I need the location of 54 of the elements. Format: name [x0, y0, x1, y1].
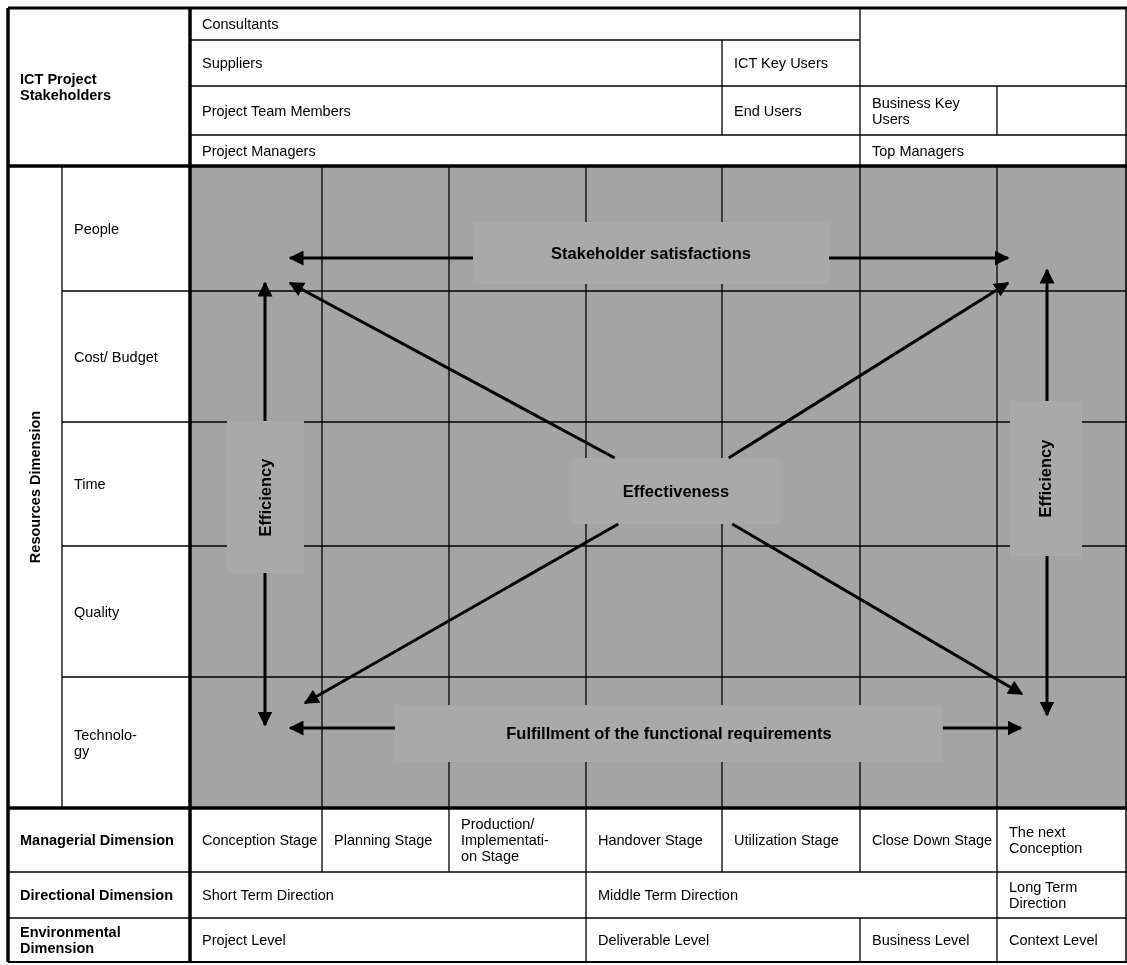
table-text: Long Term Direction	[1009, 879, 1079, 911]
row-heading: Directional Dimension	[20, 887, 174, 903]
label-patch	[395, 705, 943, 762]
arrow	[1039, 556, 1055, 717]
table-text: Quality	[74, 603, 120, 620]
table-text: Planning Stage	[334, 832, 433, 848]
arrow	[727, 281, 1010, 460]
label-patch	[572, 458, 780, 524]
table-text: Project Team Members	[202, 102, 351, 119]
table-text: Time	[74, 476, 106, 492]
row-heading: Environmental Dimension	[20, 924, 122, 956]
arrow	[943, 720, 1023, 736]
arrow	[288, 281, 616, 460]
table-text: Project Managers	[202, 142, 316, 159]
table-text: Top Managers	[872, 142, 964, 159]
row-heading: Resources Dimension	[27, 410, 43, 564]
table-text: Cost/ Budget	[74, 348, 158, 365]
table-text: Handover Stage	[598, 832, 703, 848]
arrow-label: Efficiency	[256, 458, 275, 536]
arrow	[257, 281, 273, 421]
arrow-label: Effectiveness	[622, 481, 730, 501]
table-text: Consultants	[202, 16, 279, 32]
table-text: Context Level	[1009, 932, 1098, 948]
table-text: The next Conception	[1009, 824, 1084, 856]
table-text: Middle Term Direction	[598, 887, 738, 903]
table-text: Project Level	[202, 932, 286, 948]
arrow	[731, 522, 1024, 696]
arrow	[829, 250, 1010, 266]
arrow	[288, 720, 395, 736]
arrow	[257, 573, 273, 727]
table-text: Conception Stage	[202, 832, 318, 848]
table-text: Suppliers	[202, 55, 263, 71]
arrow-label: Stakeholder satisfactions	[551, 243, 751, 263]
label-patch	[473, 222, 829, 284]
arrow	[288, 250, 473, 266]
table-text: Utilization Stage	[734, 832, 839, 848]
table-text: Close Down Stage	[872, 832, 993, 848]
table-text: Short Term Direction	[202, 887, 334, 903]
label-patch	[1010, 401, 1082, 556]
arrow-label: Efficiency	[1036, 439, 1056, 518]
table-text: Deliverable Level	[598, 932, 710, 948]
table-text: People	[74, 220, 120, 237]
arrow-label: Fulfillment of the functional requirements	[506, 724, 832, 743]
arrow	[303, 522, 619, 705]
arrow	[1039, 268, 1055, 401]
label-patch	[227, 421, 304, 573]
table-text: Business Key Users	[872, 94, 961, 127]
table-text: ICT Key Users	[734, 55, 828, 71]
row-heading: ICT Project Stakeholders	[20, 71, 113, 103]
table-text: Technolo-gy	[74, 726, 138, 759]
table-text: Production/ Implementati-on Stage	[461, 816, 550, 864]
table-text: Business Level	[872, 932, 970, 948]
table-text: End Users	[734, 102, 802, 119]
row-heading: Managerial Dimension	[20, 832, 174, 848]
